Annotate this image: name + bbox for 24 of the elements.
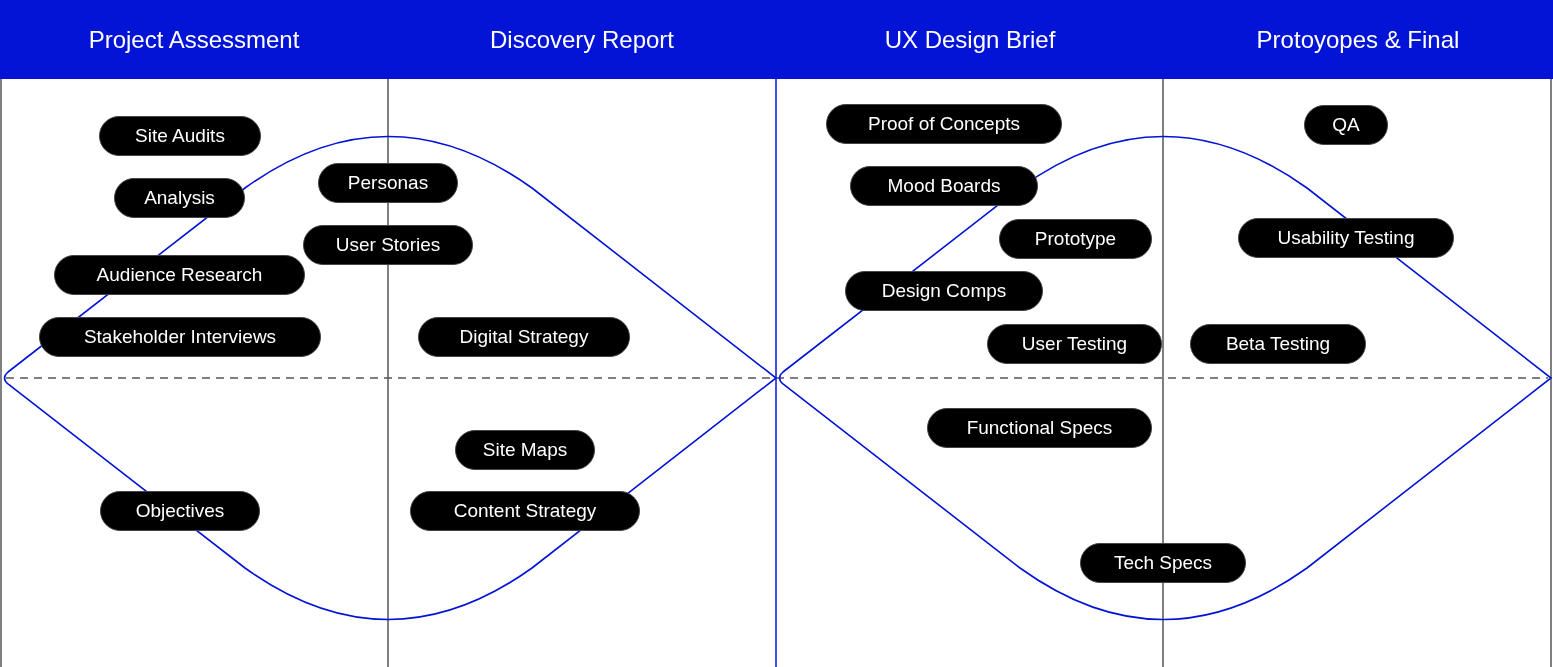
activity-tag: Mood Boards bbox=[850, 166, 1038, 206]
activity-tag: User Stories bbox=[303, 225, 473, 265]
activity-tag: Site Maps bbox=[455, 430, 595, 470]
activity-tag: Usability Testing bbox=[1238, 218, 1454, 258]
column-header: UX Design Brief bbox=[776, 0, 1164, 79]
activity-tag: Beta Testing bbox=[1190, 324, 1366, 364]
column-header: Project Assessment bbox=[0, 0, 388, 79]
activity-tag: User Testing bbox=[987, 324, 1162, 364]
activity-tag: Prototype bbox=[999, 219, 1152, 259]
activity-tag: Audience Research bbox=[54, 255, 305, 295]
activity-tag: Proof of Concepts bbox=[826, 104, 1062, 144]
column-header: Discovery Report bbox=[388, 0, 776, 79]
column-header: Protoyopes & Final bbox=[1163, 0, 1553, 79]
activity-tag: Personas bbox=[318, 163, 458, 203]
activity-tag: Design Comps bbox=[845, 271, 1043, 311]
activity-tag: Analysis bbox=[114, 178, 245, 218]
activity-tag: Site Audits bbox=[99, 116, 261, 156]
activity-tag: Functional Specs bbox=[927, 408, 1152, 448]
activity-tag: QA bbox=[1304, 105, 1388, 145]
activity-tag: Content Strategy bbox=[410, 491, 640, 531]
activity-tag: Stakeholder Interviews bbox=[39, 317, 321, 357]
activity-tag: Digital Strategy bbox=[418, 317, 630, 357]
activity-tag: Tech Specs bbox=[1080, 543, 1246, 583]
activity-tag: Objectives bbox=[100, 491, 260, 531]
